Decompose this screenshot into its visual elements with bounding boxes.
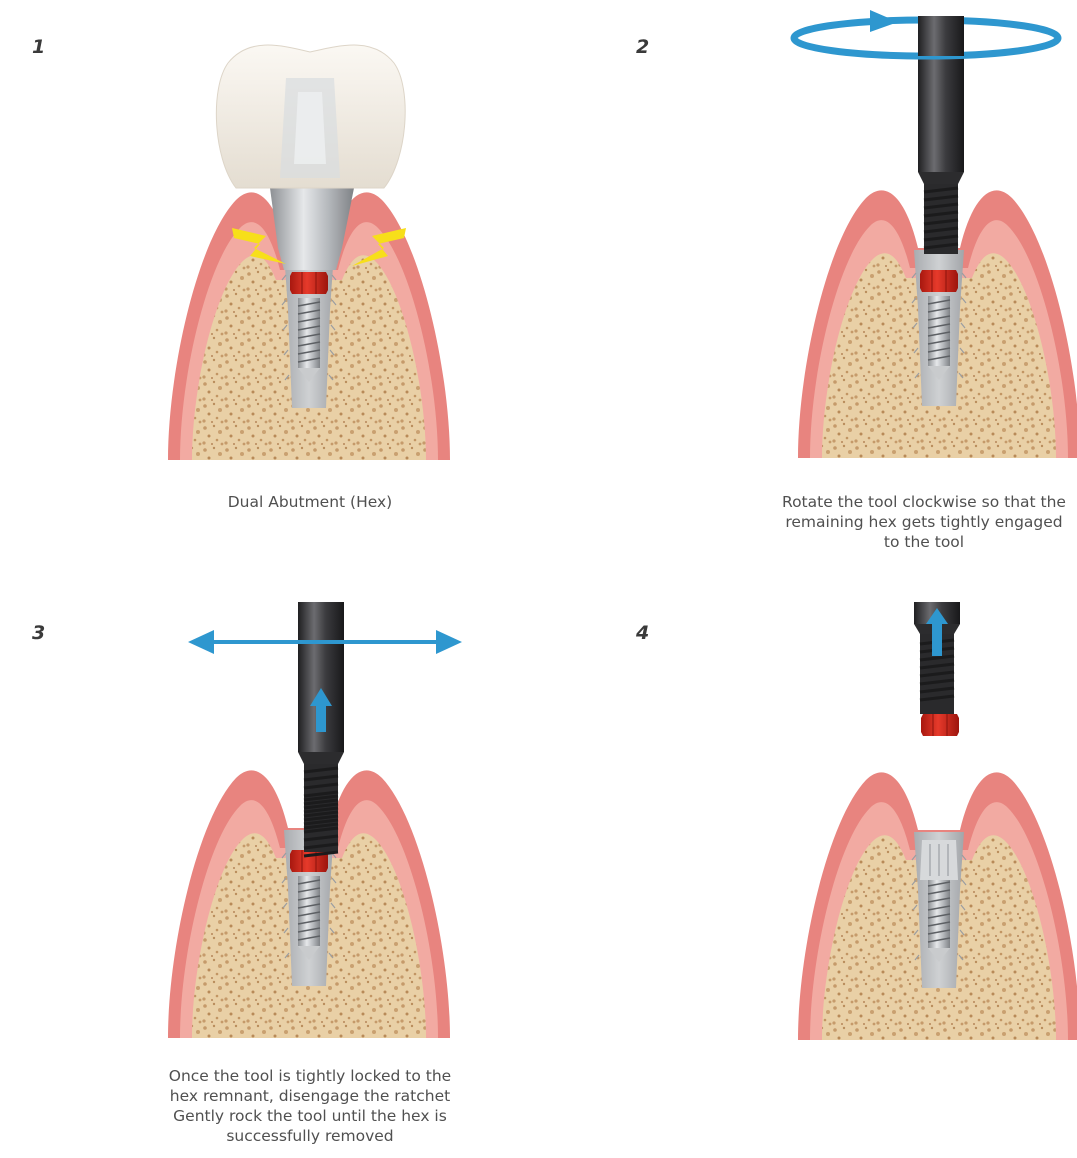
extracted-hex-remnant bbox=[921, 714, 959, 736]
step-3-illustration bbox=[158, 600, 462, 1038]
caption-line: Rotate the tool clockwise so that the bbox=[754, 492, 1077, 512]
caption-line: Dual Abutment (Hex) bbox=[158, 492, 462, 512]
abutment-screw bbox=[298, 876, 320, 960]
step-4-illustration bbox=[774, 600, 1077, 1040]
abutment-screw bbox=[298, 298, 320, 382]
step-3-caption: Once the tool is tightly locked to the h… bbox=[128, 1066, 492, 1146]
abutment-screw bbox=[928, 878, 950, 962]
step-2-caption: Rotate the tool clockwise so that the re… bbox=[754, 492, 1077, 552]
step-number-3: 3 bbox=[32, 622, 45, 644]
caption-line: remaining hex gets tightly engaged bbox=[754, 512, 1077, 532]
step-number-1: 1 bbox=[32, 36, 45, 58]
step-number-2: 2 bbox=[636, 36, 649, 58]
abutment-screw bbox=[928, 296, 950, 380]
caption-line: Once the tool is tightly locked to the bbox=[128, 1066, 492, 1086]
caption-line: hex remnant, disengage the ratchet bbox=[128, 1086, 492, 1106]
caption-line: Gently rock the tool until the hex is bbox=[128, 1106, 492, 1126]
caption-line: to the tool bbox=[754, 532, 1077, 552]
step-1-caption: Dual Abutment (Hex) bbox=[158, 492, 462, 512]
caption-line: successfully removed bbox=[128, 1126, 492, 1146]
step-1-illustration bbox=[158, 38, 462, 460]
hex-remnant bbox=[920, 270, 958, 292]
step-2-illustration bbox=[774, 8, 1077, 460]
step-number-4: 4 bbox=[636, 622, 649, 644]
hex-connection bbox=[290, 272, 328, 294]
